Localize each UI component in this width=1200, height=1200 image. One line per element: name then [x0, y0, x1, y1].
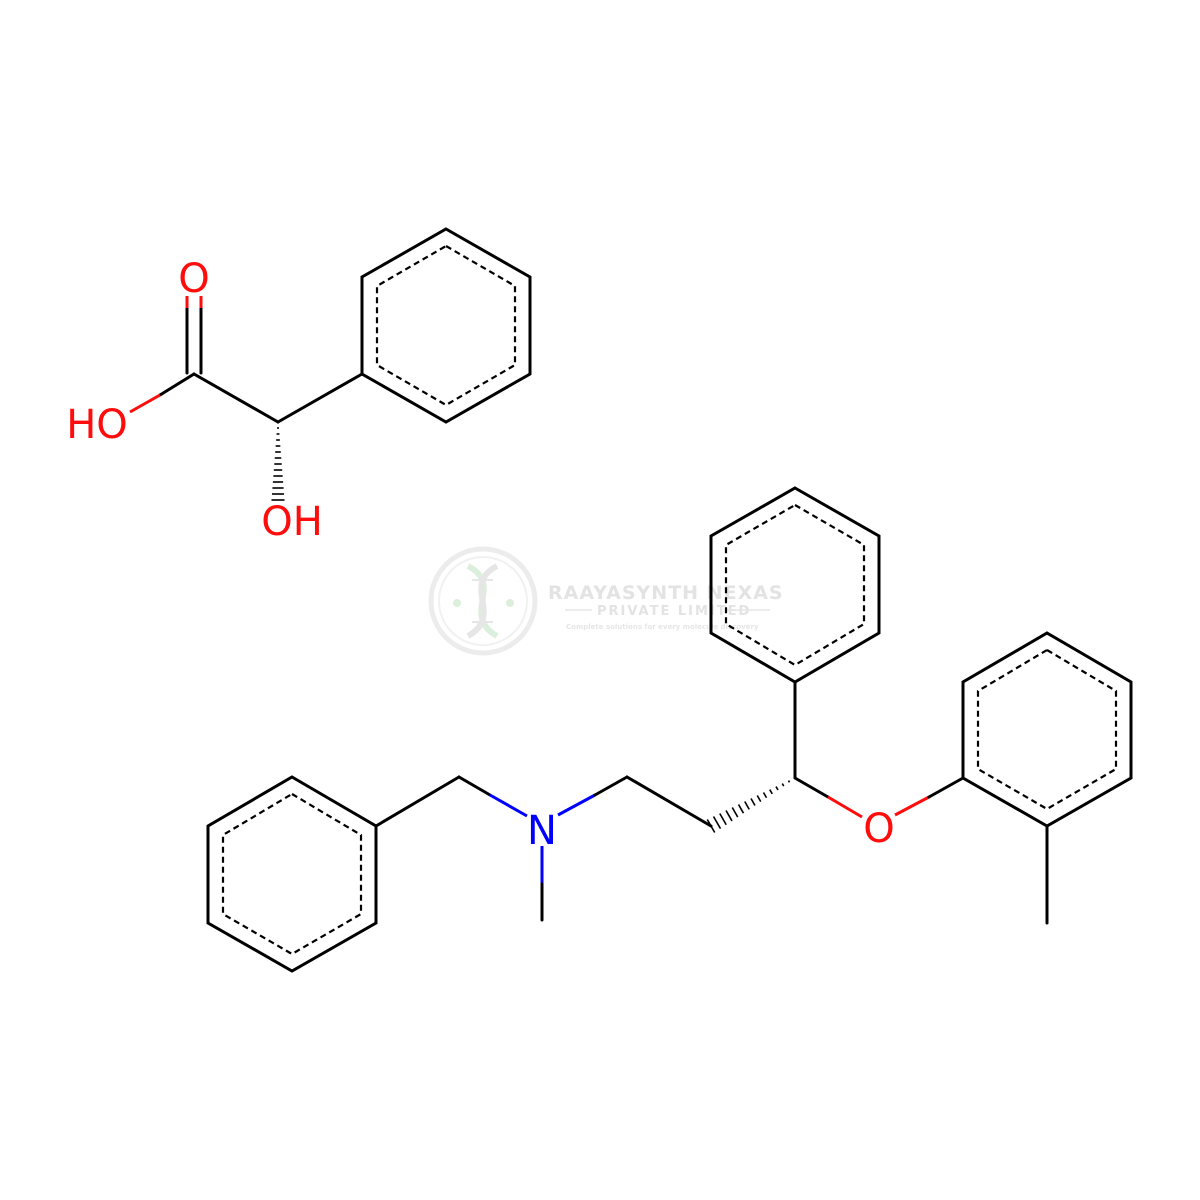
stereo-hash-bond-bottom — [706, 777, 796, 833]
tolyl-ring — [961, 631, 1133, 828]
phenyl-ring-top — [360, 227, 532, 424]
watermark-company: RAAYASYNTH NEXAS — [548, 582, 784, 604]
atom-amine-nitrogen: N — [527, 808, 557, 854]
watermark-tagline: Complete solutions for every molecule di… — [566, 623, 759, 631]
atom-ether-oxygen: O — [863, 806, 894, 852]
chain-bonds — [374, 680, 1049, 925]
benzyl-ring — [206, 775, 378, 973]
stereo-hash-bond-top — [271, 421, 285, 501]
mandelic-acid-molecule: O HO OH — [66, 227, 532, 545]
watermark: RAAYASYNTH NEXAS PRIVATE LIMITED Complet… — [428, 546, 784, 656]
dna-helix-icon — [428, 546, 538, 656]
atom-acid-hydroxyl: HO — [66, 402, 128, 448]
atom-carbonyl-oxygen: O — [178, 256, 209, 302]
amine-ether-molecule: N O — [206, 486, 1133, 973]
acid-bonds — [129, 296, 364, 424]
watermark-subtitle: PRIVATE LIMITED — [597, 604, 751, 619]
atom-alpha-hydroxyl: OH — [261, 499, 323, 545]
